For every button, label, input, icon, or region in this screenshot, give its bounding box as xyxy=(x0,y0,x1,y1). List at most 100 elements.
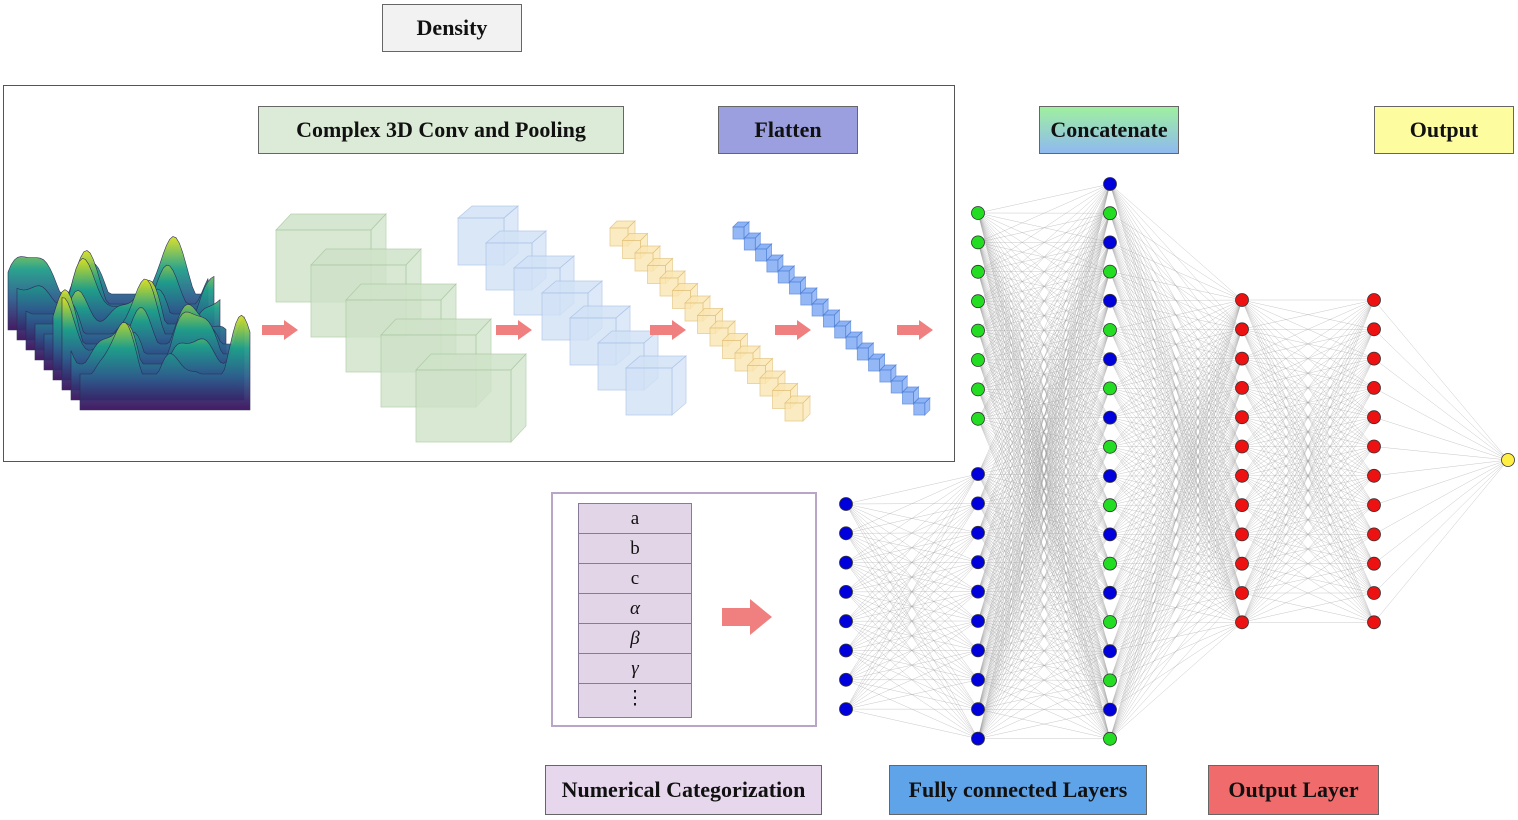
cube-front xyxy=(766,259,779,273)
neuron-node xyxy=(1367,380,1381,395)
neuron-node xyxy=(839,702,853,716)
connection xyxy=(977,183,1111,419)
neuron-node xyxy=(1235,586,1249,600)
connection xyxy=(845,473,979,622)
neuron-node xyxy=(1235,351,1249,366)
flow-arrows xyxy=(262,320,933,635)
cube-front xyxy=(856,347,869,361)
block-cube xyxy=(624,355,688,416)
block-cube xyxy=(415,352,527,444)
cube-front xyxy=(732,226,745,240)
neuron-node xyxy=(971,206,985,220)
neuron-node xyxy=(1367,527,1381,542)
cube-front xyxy=(755,248,767,262)
connection xyxy=(1109,475,1243,739)
neuron-node xyxy=(1103,323,1117,337)
connection xyxy=(845,620,979,710)
neuron-node xyxy=(1235,527,1249,542)
neuron-node xyxy=(971,235,985,250)
neuron-node xyxy=(1103,615,1117,629)
connection xyxy=(1373,387,1509,461)
block-cube xyxy=(867,353,886,372)
connection xyxy=(1109,242,1243,301)
connection xyxy=(1241,387,1375,623)
neuron-node xyxy=(839,497,853,511)
connection xyxy=(977,271,1111,739)
network-nodes xyxy=(839,177,1515,746)
cube-front xyxy=(789,281,801,295)
neuron-node xyxy=(1367,439,1381,454)
conv-pooling-blocks xyxy=(275,205,931,444)
neuron-node xyxy=(1103,673,1117,688)
connection xyxy=(977,183,1111,710)
flow-arrow xyxy=(775,320,811,340)
param-beta: β xyxy=(579,624,691,654)
connection xyxy=(845,473,979,563)
numerical-panel xyxy=(551,492,817,727)
neuron-node xyxy=(1367,586,1381,600)
connection xyxy=(977,709,1111,739)
block-cube xyxy=(912,397,931,416)
neuron-node xyxy=(1367,556,1381,571)
connection xyxy=(1109,299,1243,710)
cube-front xyxy=(743,237,756,251)
neuron-node xyxy=(1367,615,1381,630)
neuron-node xyxy=(839,585,853,599)
cube-front xyxy=(902,391,914,405)
connection xyxy=(977,359,1111,739)
connection xyxy=(1109,299,1243,593)
connection xyxy=(1241,299,1375,535)
connection xyxy=(1109,299,1243,681)
connection xyxy=(845,650,979,710)
param-c: c xyxy=(579,564,691,594)
connection xyxy=(1109,504,1243,739)
connection xyxy=(1109,299,1243,302)
cube-front xyxy=(811,303,824,317)
neuron-node xyxy=(971,411,985,426)
flow-arrow xyxy=(496,320,532,340)
connection xyxy=(845,473,979,710)
neuron-node xyxy=(971,584,985,599)
density-label: Density xyxy=(382,4,522,52)
neuron-node xyxy=(971,264,985,279)
neuron-node xyxy=(1235,468,1249,483)
connection xyxy=(1109,212,1243,301)
neuron-node xyxy=(839,555,853,570)
connection xyxy=(1373,459,1509,506)
connection xyxy=(977,183,1111,622)
cube-front xyxy=(879,369,892,383)
cube-front xyxy=(777,270,790,284)
connection xyxy=(1109,299,1243,389)
neuron-node xyxy=(1103,731,1117,746)
neuron-node xyxy=(1103,352,1117,367)
connection xyxy=(1241,299,1375,418)
neuron-node xyxy=(1103,439,1117,454)
output-layer-label: Output Layer xyxy=(1208,765,1379,815)
cube-top xyxy=(415,353,527,371)
neuron-node xyxy=(1235,439,1249,454)
connection xyxy=(1241,358,1375,623)
neuron-node xyxy=(971,496,985,511)
neuron-node xyxy=(1235,615,1249,630)
flow-arrow xyxy=(650,320,686,340)
cube-top xyxy=(310,248,422,266)
connection xyxy=(1373,446,1509,461)
cube-front xyxy=(868,358,880,372)
neuron-node xyxy=(971,294,985,309)
connection xyxy=(1241,563,1375,623)
cube-front xyxy=(415,369,512,443)
connection xyxy=(845,473,979,593)
neuron-node xyxy=(1103,702,1117,717)
neuron-node xyxy=(1103,585,1117,600)
numerical-categorization-label: Numerical Categorization xyxy=(545,765,822,815)
cube-front xyxy=(625,367,673,416)
connection xyxy=(977,183,1111,302)
neuron-node xyxy=(971,614,985,628)
neuron-node xyxy=(1103,293,1117,308)
connection xyxy=(977,183,1111,361)
flow-arrow xyxy=(262,320,298,340)
neuron-node xyxy=(839,643,853,658)
neuron-node xyxy=(971,702,985,717)
connection xyxy=(845,679,979,710)
connection xyxy=(1109,446,1243,739)
